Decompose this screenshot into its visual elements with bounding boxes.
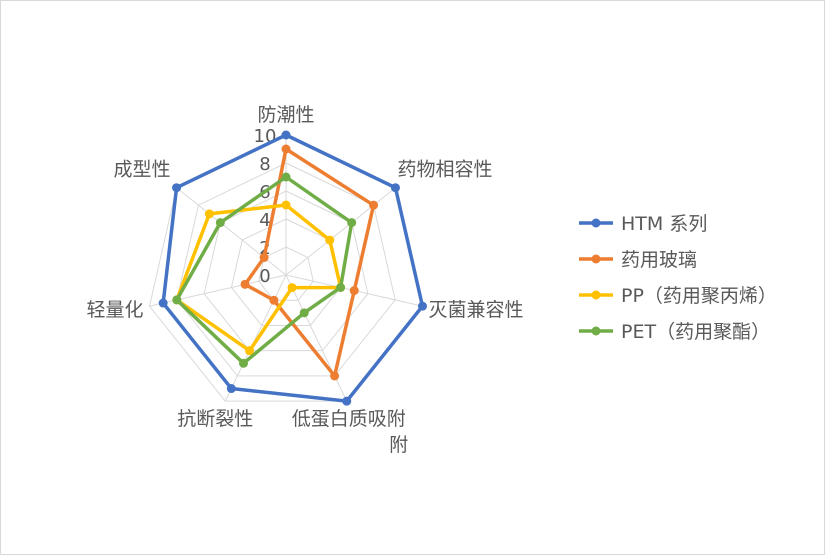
- legend-swatch-marker: [591, 254, 601, 264]
- series-line: [175, 175, 354, 366]
- series-point: [172, 295, 182, 305]
- series-point: [369, 200, 379, 210]
- legend-label: PP（药用聚丙烯）: [621, 285, 777, 307]
- legend-label: HTM 系列: [621, 213, 707, 235]
- legend-swatch-marker: [591, 290, 601, 300]
- series-line: [161, 133, 425, 403]
- series-point: [269, 295, 279, 305]
- category-label: 防潮性: [257, 104, 314, 126]
- series-point: [299, 308, 309, 318]
- series-point: [287, 283, 297, 293]
- category-label: 抗断裂性: [177, 408, 253, 430]
- legend-label: PET（药用聚酯）: [621, 321, 770, 343]
- category-label: 低蛋白质吸附附: [292, 408, 409, 456]
- series-point: [417, 301, 427, 311]
- grid-spoke: [285, 274, 348, 402]
- series-point: [390, 183, 400, 193]
- category-label: 轻量化: [86, 299, 143, 321]
- series-point: [226, 384, 236, 394]
- series-point: [238, 358, 248, 368]
- series-point: [240, 279, 250, 289]
- series-point: [281, 200, 291, 210]
- category-label: 灭菌兼容性: [428, 299, 523, 321]
- series-point: [259, 253, 269, 263]
- series-point: [281, 144, 291, 154]
- series-point: [342, 396, 352, 406]
- category-label: 药物相容性: [397, 159, 492, 181]
- series-lines: [158, 130, 427, 406]
- legend-label: 药用玻璃: [621, 249, 697, 271]
- series-point: [325, 235, 335, 245]
- grid-spoke: [224, 274, 287, 402]
- grid-spoke: [176, 187, 287, 276]
- series-point: [347, 218, 357, 228]
- legend-swatch-marker: [591, 326, 601, 336]
- series-point: [336, 282, 346, 292]
- tick-label: 8: [259, 154, 270, 175]
- series-point: [158, 298, 168, 308]
- legend-swatch-marker: [591, 218, 601, 228]
- category-label: 成型性: [114, 159, 171, 181]
- grid-spoke: [285, 187, 396, 276]
- series-point: [281, 172, 291, 182]
- tick-label: 0: [259, 266, 270, 287]
- series-point: [245, 346, 255, 356]
- series-point: [330, 371, 340, 381]
- tick-label: 4: [259, 210, 270, 231]
- series-point: [172, 183, 182, 193]
- series-line: [243, 147, 376, 378]
- grid-ring: [176, 162, 396, 377]
- grid-spoke: [149, 274, 287, 307]
- series-line: [175, 203, 343, 353]
- series-point: [204, 209, 214, 219]
- grid-ring: [203, 190, 369, 352]
- series-point: [215, 218, 225, 228]
- series-point: [281, 130, 291, 140]
- series-point: [349, 286, 359, 296]
